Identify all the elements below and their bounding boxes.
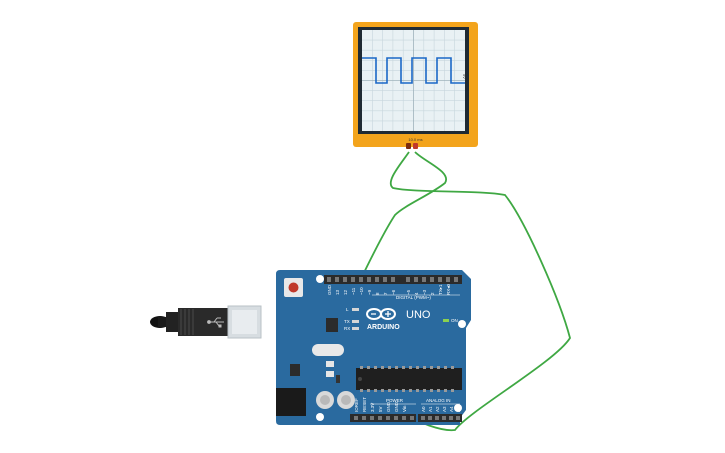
power-label: POWER (386, 398, 404, 403)
led-label-rx: RX (344, 326, 350, 331)
led-label-tx: TX (344, 319, 350, 324)
analog-pin-label: A0 (421, 406, 426, 412)
arduino-uno-board[interactable]: DIGITAL (PWM~) L TX RX ARDUINO UNO ON (276, 270, 471, 425)
digital-pin-label: 4 (414, 292, 419, 295)
analog-pin-label: A1 (428, 406, 433, 412)
digital-pin-label: ~3 (422, 289, 427, 295)
atmega-chip (356, 368, 462, 390)
usb-icon (207, 317, 224, 328)
analog-pin-label: A3 (442, 406, 447, 412)
usb-cable[interactable] (148, 298, 288, 348)
analog-pin-label: A2 (435, 406, 440, 412)
probe-negative-terminal[interactable] (406, 143, 411, 149)
model-label: UNO (406, 309, 431, 321)
digital-pin-label: GND (327, 284, 332, 295)
volts-per-division-label: 5V (462, 74, 467, 79)
oscilloscope-grid (362, 30, 465, 131)
led-label-l: L (346, 307, 349, 312)
brand-label: ARDUINO (367, 324, 400, 331)
analog-pin-label: A4 (449, 406, 454, 412)
digital-pin-label: RX◂0 (446, 283, 451, 295)
digital-pin-label: 2 (430, 292, 435, 295)
analog-label: ANALOG IN (426, 398, 451, 403)
analog-pin-label: A5 (456, 406, 461, 412)
time-per-division-label: 10.0 ms (408, 137, 423, 142)
digital-pin-label: ~6 (391, 289, 396, 295)
digital-pin-label: ~11 (351, 287, 356, 295)
power-pin-label: 3.3V (370, 403, 375, 412)
oscilloscope[interactable]: 10.0 ms 5V (353, 22, 478, 149)
waveform-plot (362, 30, 465, 131)
power-header[interactable] (350, 414, 416, 422)
digital-header-label: DIGITAL (PWM~) (396, 295, 431, 300)
power-pin-label: 5V (378, 406, 383, 412)
digital-pin-label: 7 (383, 292, 388, 295)
digital-pin-label: ~5 (406, 289, 411, 295)
digital-pin-label: 8 (375, 292, 380, 295)
square-waveform (362, 57, 465, 84)
analog-header[interactable] (418, 414, 462, 422)
arduino-logo-icon (366, 308, 396, 320)
digital-pin-label: ~9 (367, 289, 372, 295)
wire-ground[interactable] (389, 151, 571, 432)
power-pin-label: IOREF (354, 398, 359, 412)
wire-signal[interactable] (357, 151, 447, 286)
probe-positive-terminal[interactable] (413, 143, 418, 149)
oscilloscope-screen (358, 27, 469, 134)
digital-pin-label: ~10 (359, 287, 364, 295)
power-pin-label: Vin (402, 405, 407, 412)
power-pin-label: RESET (362, 397, 367, 412)
digital-pin-label: TX▸1 (438, 284, 443, 295)
power-pin-label: GND (394, 401, 399, 412)
power-jack[interactable] (276, 388, 306, 416)
digital-pin-label: 12 (343, 289, 348, 295)
digital-pin-label: 13 (335, 289, 340, 295)
power-pin-label: GND (386, 401, 391, 412)
on-label: ON (451, 318, 458, 323)
